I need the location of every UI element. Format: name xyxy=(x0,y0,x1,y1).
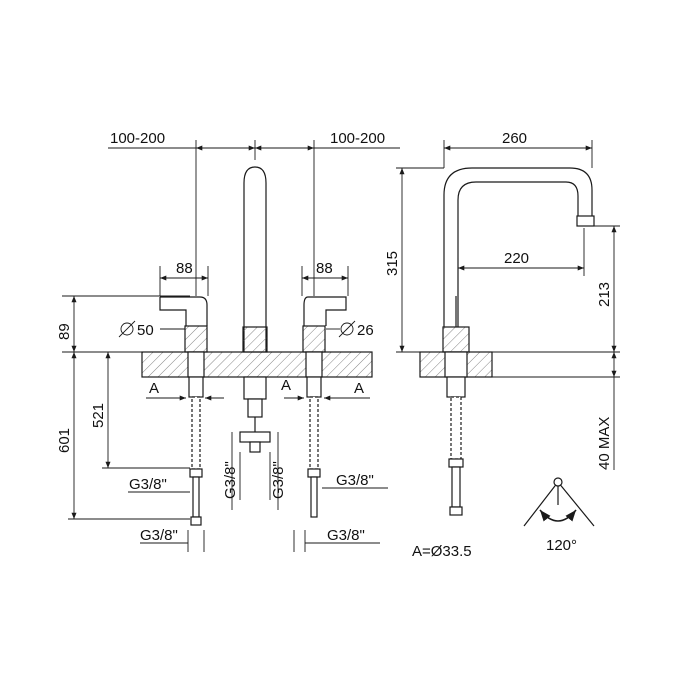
rotation-symbol: 120° xyxy=(523,477,595,554)
thread-right-lower: G3/8" xyxy=(327,527,365,544)
section-mark-center: A xyxy=(281,377,291,394)
side-view: 260 315 220 213 40 MAX xyxy=(384,130,620,516)
section-mark-right: A xyxy=(354,380,364,397)
dim-spacing-left: 100-200 xyxy=(110,130,165,147)
thread-left-upper: G3/8" xyxy=(129,476,167,493)
section-mark-left: A xyxy=(149,380,159,397)
dim-hose-depth: 521 xyxy=(90,403,107,428)
right-handle-valve xyxy=(302,296,347,518)
rotation-angle: 120° xyxy=(546,537,577,554)
thread-left-lower: G3/8" xyxy=(140,527,178,544)
dim-handle-right: 88 xyxy=(316,260,333,277)
thread-right-upper: G3/8" xyxy=(336,472,374,489)
dim-inner-reach: 220 xyxy=(504,250,529,267)
dim-deck-thickness: 40 MAX xyxy=(596,417,613,470)
dim-total-depth: 601 xyxy=(56,428,73,453)
thread-center-left: G3/8" xyxy=(222,461,239,499)
dim-height-above-deck: 89 xyxy=(56,323,73,340)
dim-spout-height: 213 xyxy=(596,282,613,307)
hole-diameter-note: A=Ø33.5 xyxy=(412,543,472,560)
thread-center-right: G3/8" xyxy=(270,461,287,499)
dim-height: 315 xyxy=(384,251,401,276)
dia-handle-stem: 26 xyxy=(357,322,374,339)
dim-reach: 260 xyxy=(502,130,527,147)
deck-slab xyxy=(141,351,373,378)
dim-spacing-right: 100-200 xyxy=(330,130,385,147)
front-view: 100-200 100-200 88 88 50 26 89 601 521 xyxy=(56,130,400,552)
dia-handle-base: 50 xyxy=(137,322,154,339)
center-spout xyxy=(239,166,271,453)
left-handle-valve xyxy=(159,296,208,526)
dim-handle-left: 88 xyxy=(176,260,193,277)
